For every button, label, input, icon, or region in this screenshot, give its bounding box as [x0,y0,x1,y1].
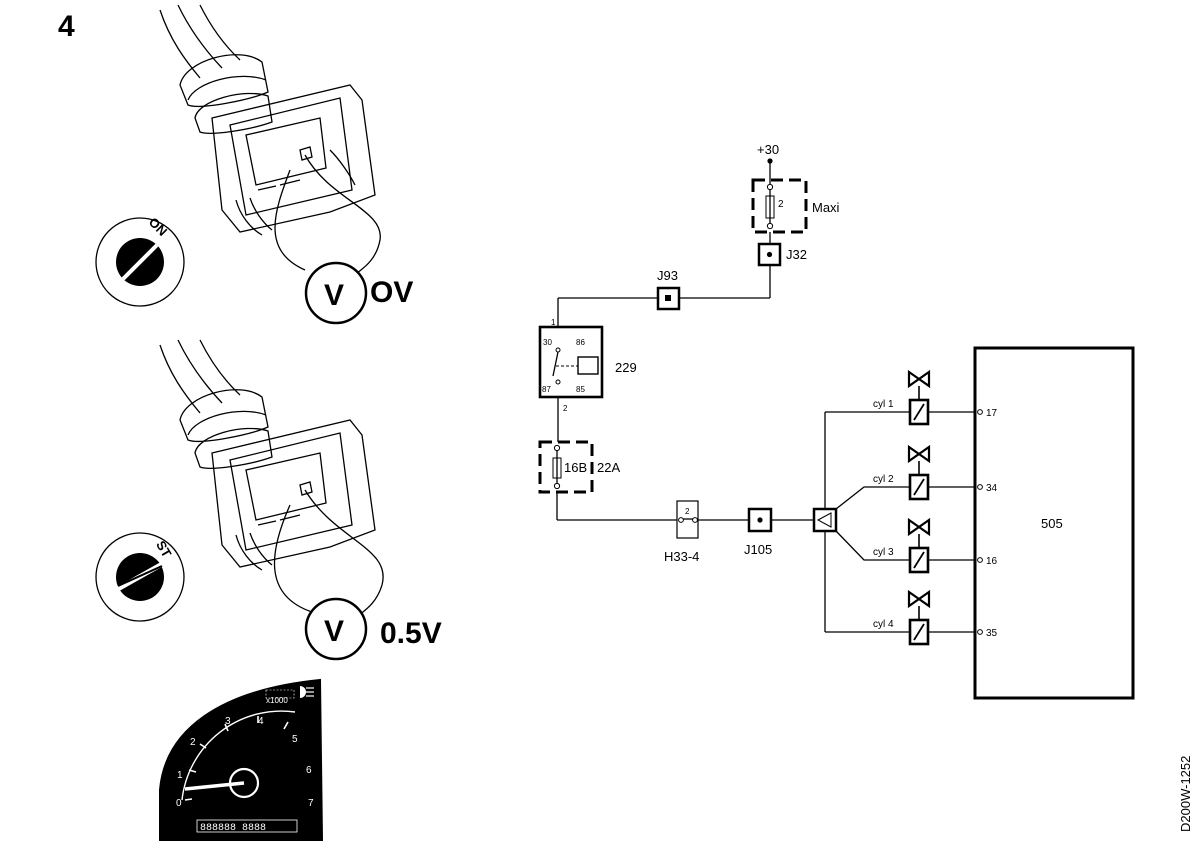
junction-j93-label: J93 [657,268,678,283]
junction-j105-label: J105 [744,542,772,557]
tach-scale-4: 4 [258,716,264,727]
wiring-diagram: +30 2 Maxi J32 J93 [538,142,1135,700]
tach-scale-2: 2 [190,737,196,748]
tach-scale-1: 1 [177,770,183,781]
injector-1-label: cyl 1 [873,399,894,410]
connector-h33-label: H33-4 [664,549,699,564]
fuse-maxi: 2 Maxi [751,178,840,234]
relay-pin-87: 87 [542,385,551,394]
ignition-start-label: ST [153,538,174,560]
junction-j105: J105 [744,507,773,557]
ecu-505: 505 [973,346,1135,700]
fuse-16b: 16B 22A [538,440,620,494]
relay-pin-top: 1 [551,318,556,327]
injector-4: cyl 4 35 [873,589,998,646]
ignition-on-label: ON [146,214,170,238]
tach-needle [184,781,245,791]
injector-1: cyl 1 17 [873,369,998,426]
junction-j32: J32 [757,242,807,267]
injector-3-pin: 16 [986,556,998,567]
tach-multiplier: x1000 [266,696,288,705]
relay-pin-bottom: 2 [563,404,568,413]
injector-3: cyl 3 16 [873,517,998,574]
injector-4-pin: 35 [986,628,998,639]
figure-number: 4 [58,10,75,43]
reading-ignition-start: 0.5V [380,617,442,650]
relay-pin-85: 85 [576,385,585,394]
tachometer: 0 1 2 3 4 5 6 7 x1000 888888 8888 [159,678,324,841]
tach-scale-6: 6 [306,765,312,776]
fuse-maxi-number: 2 [778,199,784,210]
tach-scale-0: 0 [176,798,182,809]
relay-229: 1 30 86 87 85 229 2 [538,318,637,413]
ignition-switch-start: ST [95,532,185,622]
injectors: cyl 1 17 cyl 2 34 cyl 3 16 cyl 4 35 [873,369,998,646]
injector-2-pin: 34 [986,483,998,494]
injector-2: cyl 2 34 [873,444,998,501]
voltmeter-symbol-bottom: V [324,615,344,648]
connector-h33-pin: 2 [685,507,690,516]
ecu-label: 505 [1041,516,1063,531]
junction-j93: J93 [656,268,681,311]
splice-block [812,507,838,533]
relay-pin-30: 30 [543,338,552,347]
reference-code: D200W-1252 [1178,756,1193,832]
connector-h33-4: 2 H33-4 [664,500,699,564]
relay-id-label: 229 [615,360,637,375]
connector-illustration-top [159,4,381,275]
injector-1-pin: 17 [986,408,998,419]
tach-scale-3: 3 [225,716,231,727]
ignition-switch-on: ON [95,214,185,307]
supply-label: +30 [757,142,779,157]
relay-pin-86: 86 [576,338,585,347]
headlight-icon [300,686,314,698]
voltmeter-top: V OV [304,261,413,325]
fuse-16b-rating: 22A [597,460,620,475]
fuse-16b-id: 16B [564,460,587,475]
injector-4-label: cyl 4 [873,619,894,630]
connector-illustration-bottom [159,339,384,617]
voltmeter-bottom: V 0.5V [304,597,442,661]
junction-j32-label: J32 [786,247,807,262]
tach-scale-7: 7 [308,798,314,809]
tach-scale-5: 5 [292,734,298,745]
reading-ignition-on: OV [370,276,413,309]
fuse-maxi-label: Maxi [812,200,840,215]
injector-3-label: cyl 3 [873,547,894,558]
voltmeter-symbol: V [324,279,344,312]
odometer-display: 888888 8888 [200,823,266,834]
injector-2-label: cyl 2 [873,474,894,485]
